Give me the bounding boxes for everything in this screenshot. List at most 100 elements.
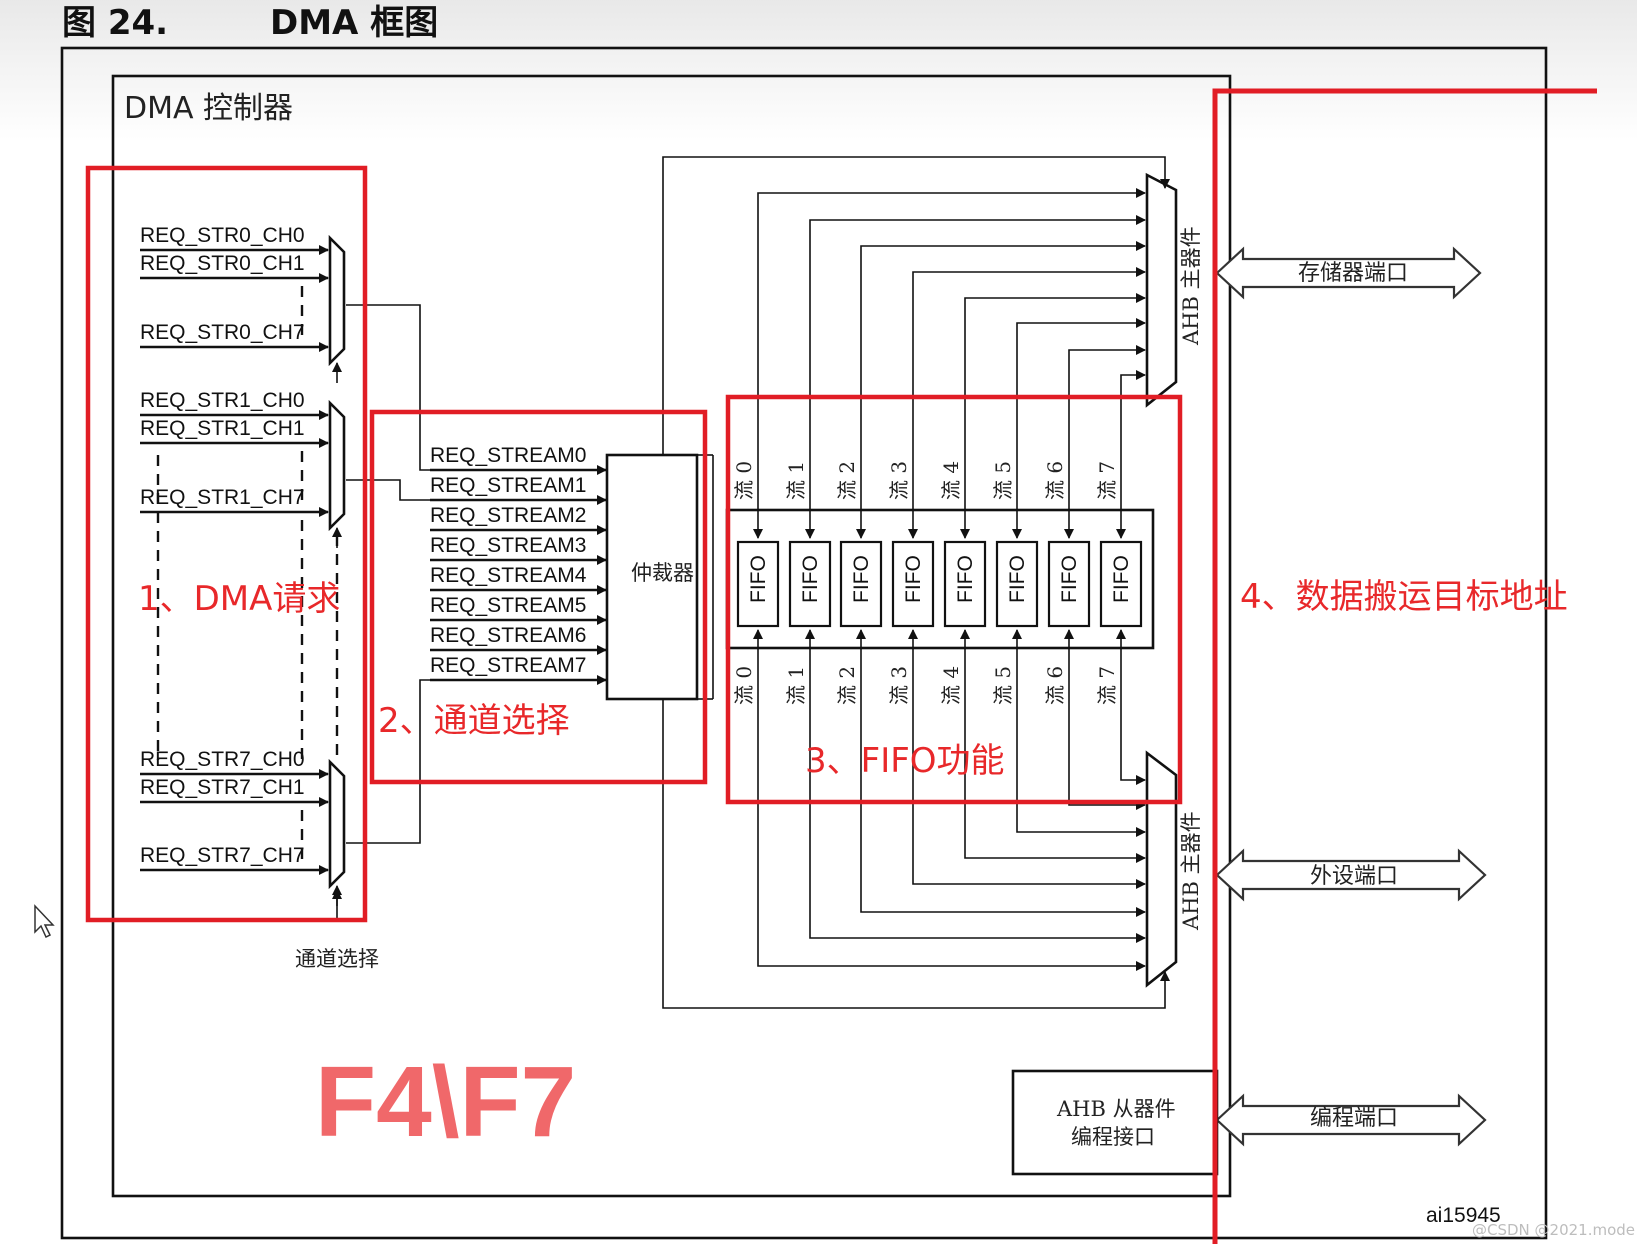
port-double-arrow [1215,246,1482,300]
annotation-line-target [1212,88,1597,1244]
flow-to-memory [757,188,1146,405]
mouse-cursor-icon [34,904,55,939]
peripheral-port [1215,848,1487,902]
flow-to-peripheral [860,660,1146,917]
fifo-label: FIFO [747,555,770,603]
request-label: REQ_STR0_CH0 [140,224,305,247]
request-label: REQ_STR7_CH0 [140,748,305,771]
request-label: REQ_STR0_CH1 [140,252,305,275]
request-label: REQ_STR1_CH7 [140,486,305,509]
fifo-label: FIFO [1006,555,1029,603]
annotation-channel-select: 2、通道选择 [378,701,570,741]
flow-to-memory [964,293,1146,405]
annotation-dma-request: 1、DMA请求 [138,579,340,619]
arbiter-box [605,453,699,701]
flow-label-top: 流 5 [991,461,1015,500]
fifo-label: FIFO [850,555,873,603]
request-label: REQ_STR1_CH0 [140,389,305,412]
channel-select-label: 通道选择 [295,947,379,971]
flow-to-memory [809,215,1146,405]
flow-to-memory [1016,318,1146,405]
flow-to-peripheral [757,660,1146,971]
port-double-arrow [1215,1093,1487,1147]
flow-label-top: 流 2 [835,461,859,500]
flow-connections: 流 0流 0流 1流 1流 2流 2流 3流 3流 4流 4流 5流 5流 6流… [732,188,1146,971]
controller-title: DMA 控制器 [124,91,293,126]
controller-box [111,74,1232,1198]
ahb-slave-line2: 编程接口 [1071,1125,1155,1149]
stream-label: REQ_STREAM1 [430,474,586,497]
flow-to-peripheral [1016,660,1146,837]
arbiter-label: 仲裁器 [631,561,694,585]
annotation-box-channel-select [369,409,708,785]
channel-mux [328,234,346,367]
channel-mux [328,758,346,890]
flow-label-bottom: 流 4 [939,666,963,705]
stream-label: REQ_STREAM3 [430,534,586,557]
ahb-slave-box [1011,1069,1219,1176]
annotation-box-fifo [725,394,1183,805]
mux-output-line [346,479,430,501]
fifo-box [736,540,780,628]
flow-label-bottom: 流 1 [784,666,808,705]
ahb-master-mux-bottom [1145,750,1178,988]
stream-label: REQ_STREAM6 [430,624,586,647]
stream-label: REQ_STREAM0 [430,444,586,467]
fifo-box [788,540,832,628]
request-label: REQ_STR7_CH7 [140,844,305,867]
flow-to-peripheral [912,660,1146,889]
request-label: REQ_STR1_CH1 [140,417,305,440]
flow-to-peripheral [964,660,1146,863]
fifo-label: FIFO [954,555,977,603]
flow-to-memory [1120,370,1146,405]
fifo-label: FIFO [799,555,822,603]
flow-to-memory [860,241,1146,405]
mux-output-line [346,304,430,471]
programming-port [1215,1093,1487,1147]
fifo-box [943,540,987,628]
stream-label: REQ_STREAM5 [430,594,586,617]
fifo-label: FIFO [1058,555,1081,603]
flow-label-bottom: 流 6 [1043,666,1067,705]
ahb-master-label-top: AHB 主器件 [1179,226,1203,346]
port-double-arrow [1215,848,1487,902]
outer-frame [60,46,1548,1240]
flow-label-bottom: 流 3 [887,666,911,705]
request-label: REQ_STR7_CH1 [140,776,305,799]
request-inputs: REQ_STR0_CH0REQ_STR0_CH1REQ_STR0_CH7REQ_… [140,224,346,920]
annotation-fifo: 3、FIFO功能 [805,741,1005,781]
fifo-box [1099,540,1143,628]
memory-port-label: 存储器端口 [1298,261,1408,286]
flow-label-top: 流 6 [1043,461,1067,500]
fifo-box [891,540,935,628]
flow-label-top: 流 1 [784,461,808,500]
flow-label-bottom: 流 2 [835,666,859,705]
fifo-label: FIFO [1110,555,1133,603]
fifo-box [1047,540,1091,628]
ahb-master-label-bottom: AHB 主器件 [1179,811,1203,931]
annotation-box-dma-request [85,165,368,923]
flow-label-top: 流 4 [939,461,963,500]
flow-to-memory [912,267,1146,405]
stream-label: REQ_STREAM7 [430,654,586,677]
flow-to-peripheral [809,660,1146,943]
flow-label-bottom: 流 5 [991,666,1015,705]
stream-label: REQ_STREAM2 [430,504,586,527]
figure-id: ai15945 [1426,1204,1501,1227]
chip-label: F4\F7 [315,1046,576,1158]
watermark: @CSDN @2021.mode [1472,1221,1635,1239]
annotation-target-address: 4、数据搬运目标地址 [1240,577,1568,617]
stream-requests: REQ_STREAM0REQ_STREAM1REQ_STREAM2REQ_STR… [346,304,607,844]
peripheral-port-label: 外设端口 [1310,864,1398,889]
ahb-slave-line1: AHB 从器件 [1056,1097,1176,1121]
fifo-box [839,540,883,628]
flow-label-bottom: 流 7 [1095,666,1119,705]
flow-label-bottom: 流 0 [732,666,756,705]
flow-to-memory [1068,345,1146,405]
mux-output-line [346,679,430,844]
ahb-master-mux-top [1145,172,1178,408]
fifo-box [995,540,1039,628]
stream-label: REQ_STREAM4 [430,564,587,587]
